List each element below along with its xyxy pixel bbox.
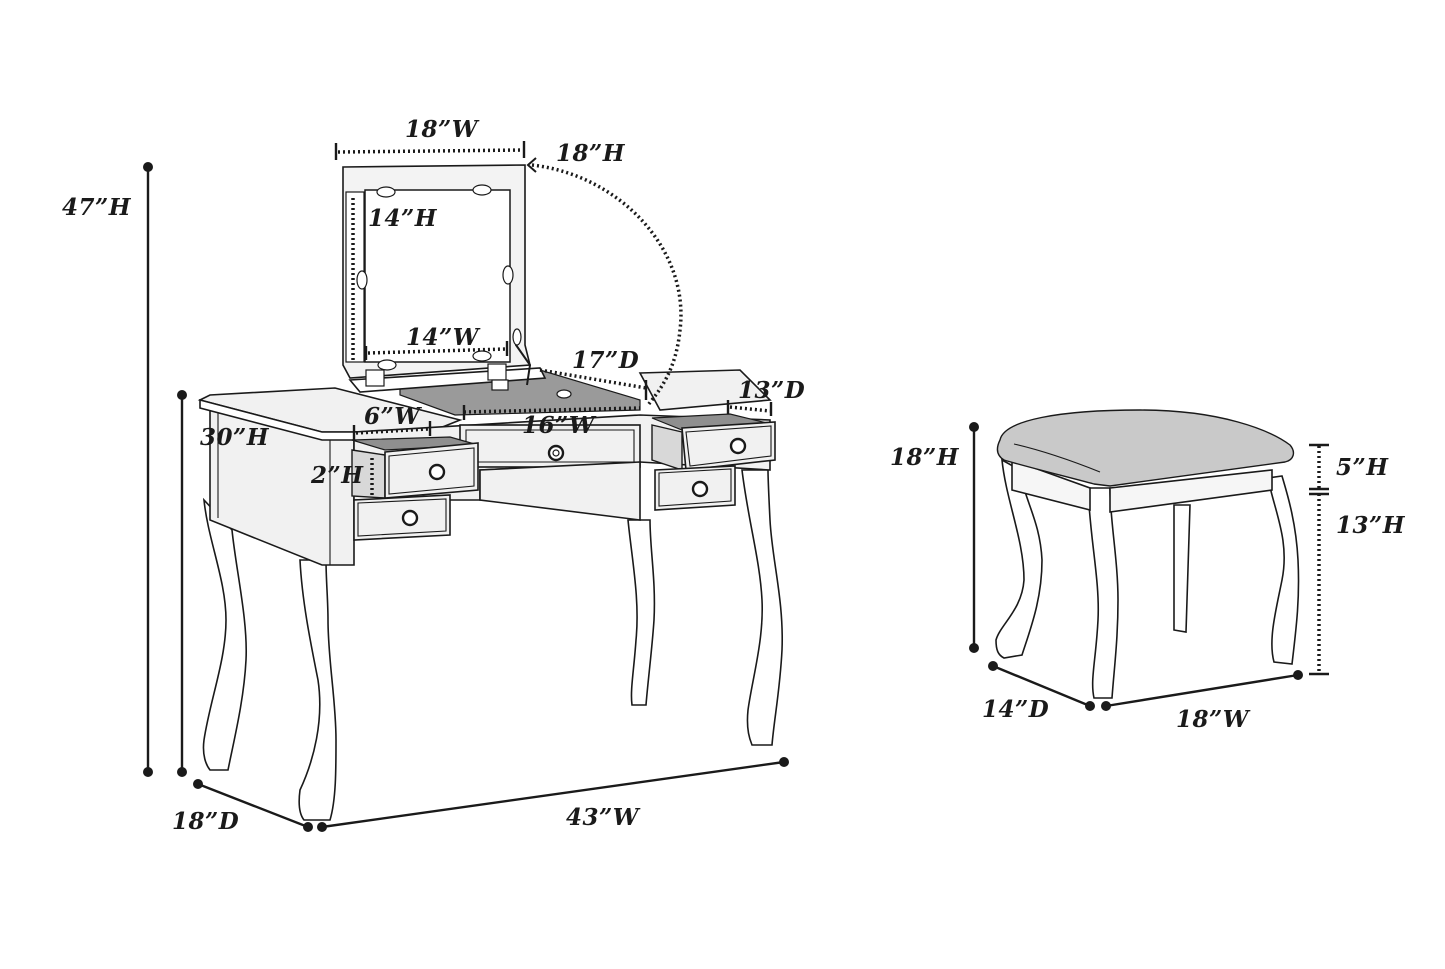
stool-leg-height-label: 13”H — [1336, 512, 1405, 539]
mirror-frame-height-label: 18”H — [556, 140, 625, 167]
stool-drawing — [995, 409, 1300, 699]
vanity-dimension-lines — [143, 141, 789, 832]
stool-width-label: 18”W — [1176, 706, 1250, 733]
vanity-width-label: 43”W — [566, 804, 640, 831]
vanity-overall-height-label: 47”H — [62, 194, 131, 221]
mirror-frame-width-label: 18”W — [405, 116, 479, 143]
side-drawer-depth-label: 13”D — [738, 377, 806, 404]
stool-depth-label: 14”D — [982, 696, 1050, 723]
side-drawer-width-label: 6”W — [364, 403, 421, 430]
stool-seat-height-label: 5”H — [1336, 454, 1389, 481]
drawer-height-label: 2”H — [311, 462, 364, 489]
mirror-glass-height-label: 14”H — [368, 205, 437, 232]
mirror-glass-width-label: 14”W — [406, 324, 480, 351]
stool-overall-height-label: 18”H — [890, 444, 959, 471]
vanity-table-height-label: 30”H — [200, 424, 269, 451]
vanity-drawing — [197, 164, 784, 821]
compartment-depth-label: 17”D — [572, 347, 640, 374]
stool-dimension-lines — [969, 422, 1329, 711]
center-drawer-width-label: 16”W — [522, 412, 596, 439]
vanity-depth-label: 18”D — [172, 808, 240, 835]
